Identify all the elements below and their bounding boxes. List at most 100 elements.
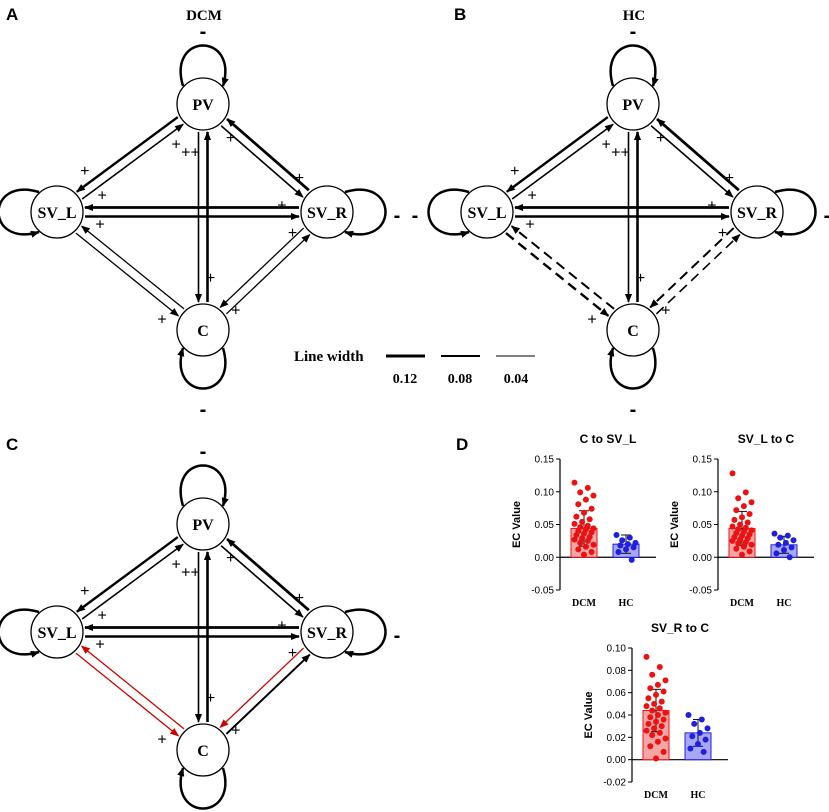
data-point-dcm <box>577 539 584 546</box>
y-tick-label: 0.00 <box>693 553 713 564</box>
data-point-dcm <box>647 743 654 750</box>
edge-c-to-svr <box>655 233 741 315</box>
node-svl <box>460 185 514 239</box>
data-point-dcm <box>653 691 659 698</box>
sign-svl-to-c: + <box>157 311 166 328</box>
data-point-hc <box>771 530 778 537</box>
sign-c-to-svr: + <box>718 225 727 242</box>
panel-c-letter: C <box>6 435 18 454</box>
self-loop-svl <box>0 188 40 238</box>
data-point-hc <box>687 745 694 752</box>
node-label-c: C <box>627 323 639 340</box>
data-point-hc <box>632 539 639 546</box>
edge-c-to-svl <box>80 645 185 730</box>
data-point-dcm <box>581 530 587 537</box>
sign-svr-to-svl: + <box>97 188 106 205</box>
node-label-pv: PV <box>192 97 214 114</box>
self-sign-svr: - <box>394 625 401 647</box>
data-point-hc <box>777 534 784 541</box>
legend-label-thin: 0.04 <box>504 372 529 387</box>
data-point-dcm <box>748 499 755 506</box>
node-label-c: C <box>197 743 209 760</box>
sign-pv-to-svr: + <box>295 590 304 607</box>
data-point-dcm <box>729 523 736 530</box>
y-tick-label: 0.15 <box>693 455 713 466</box>
sign-c-to-svl: + <box>95 216 104 233</box>
data-point-hc <box>696 729 703 736</box>
edge-pv-to-svr <box>220 125 304 198</box>
legend-label-medium: 0.08 <box>448 372 473 387</box>
node-svr <box>730 185 784 239</box>
chart-title: C to SV_L <box>580 432 637 446</box>
data-point-hc <box>615 549 622 556</box>
data-point-dcm <box>571 536 578 543</box>
data-point-dcm <box>653 718 659 725</box>
self-loop-svr <box>344 188 387 238</box>
sign-svl-to-svr: + <box>277 198 286 215</box>
self-loop-pv <box>609 44 659 87</box>
panel-b-title: HC <box>623 8 646 24</box>
data-point-dcm <box>735 540 742 547</box>
sign-svr-to-pv: + <box>656 130 665 147</box>
self-loop-pv <box>179 464 229 507</box>
edge-svl-to-pv <box>81 543 184 620</box>
data-point-dcm <box>746 548 753 555</box>
data-point-dcm <box>731 516 738 523</box>
y-tick-label: -0.05 <box>689 586 712 597</box>
data-point-dcm <box>579 535 586 542</box>
y-tick-label: 0.10 <box>607 644 627 655</box>
node-c <box>606 303 660 357</box>
panel-a-title: DCM <box>186 8 222 24</box>
line-width-legend: Line width 0.12 0.08 0.04 <box>294 349 535 387</box>
data-point-dcm <box>573 531 580 538</box>
legend-label-thick: 0.12 <box>393 372 418 387</box>
data-point-dcm <box>660 748 667 755</box>
data-point-dcm <box>590 541 597 548</box>
data-point-hc <box>619 537 626 544</box>
sign-svl-to-svr: + <box>707 198 716 215</box>
chart-title: SV_L to C <box>738 432 795 446</box>
data-point-dcm <box>662 677 669 684</box>
node-svl <box>30 605 84 659</box>
y-axis-label: EC Value <box>669 501 681 548</box>
self-sign-svr: - <box>394 205 401 227</box>
data-point-dcm <box>729 537 736 544</box>
edge-c-to-svr <box>225 233 311 315</box>
node-label-pv: PV <box>622 97 644 114</box>
data-point-dcm <box>573 513 580 520</box>
data-point-dcm <box>654 738 661 745</box>
data-point-dcm <box>649 732 656 739</box>
data-point-dcm <box>582 496 589 503</box>
x-category-label: DCM <box>644 790 668 801</box>
sign-c-to-svl: + <box>95 636 104 653</box>
sign-pv-to-svl: + <box>80 163 89 180</box>
data-point-hc <box>702 736 709 743</box>
y-tick-label: 0.00 <box>535 553 555 564</box>
x-category-label: DCM <box>572 598 596 609</box>
data-point-dcm <box>571 479 578 486</box>
data-point-hc <box>691 720 698 727</box>
sign-pv-to-c: + <box>636 270 645 287</box>
edge-c-to-svl <box>510 225 615 310</box>
edge-svr-to-pv <box>226 117 310 192</box>
data-point-dcm <box>735 495 742 502</box>
data-point-dcm <box>582 543 589 550</box>
sign-pv-to-svl: + <box>510 163 519 180</box>
sign-pv-to-c: + <box>206 270 215 287</box>
y-tick-label: 0.15 <box>535 455 555 466</box>
self-sign-pv: - <box>630 21 637 43</box>
data-point-dcm <box>748 541 755 548</box>
node-label-svr: SV_R <box>307 205 347 222</box>
data-point-dcm <box>658 698 665 705</box>
edge-svl-to-c <box>75 652 180 737</box>
data-point-dcm <box>647 714 654 721</box>
sign-svl-to-svr: + <box>277 618 286 635</box>
node-svr <box>300 185 354 239</box>
data-point-hc <box>782 539 789 546</box>
data-point-hc <box>775 541 782 548</box>
data-point-dcm <box>654 712 661 718</box>
data-point-hc <box>788 544 795 551</box>
y-tick-label: 0.10 <box>693 487 713 498</box>
data-point-hc <box>617 542 624 549</box>
